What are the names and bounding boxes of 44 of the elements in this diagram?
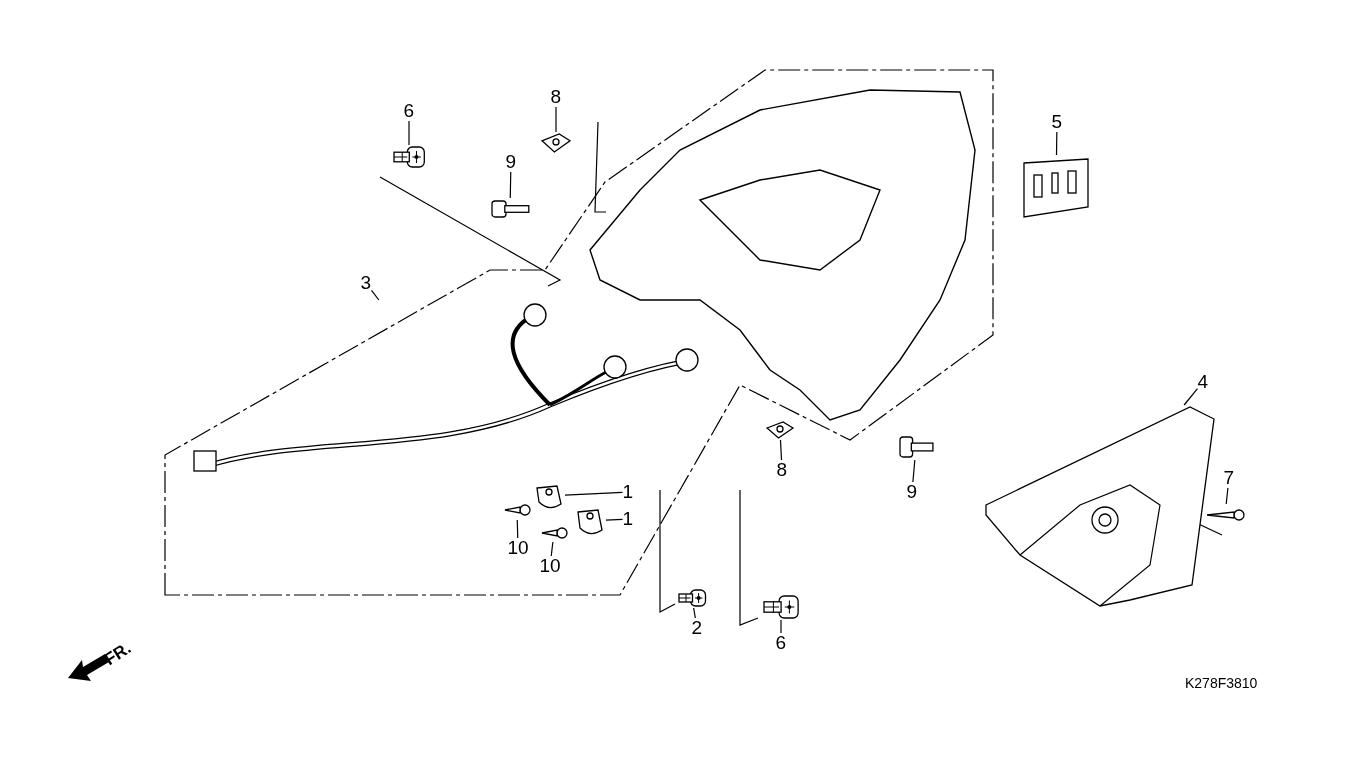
callout-number: 9 [505,152,517,172]
leader-line [779,439,783,461]
bulb-drawing [762,594,800,620]
callout-number: 3 [360,273,372,293]
leader-line [1055,131,1058,156]
bulb-drawing [392,145,426,169]
license-plate-reflector-drawing [1020,155,1092,221]
wire-clamp-drawing [574,506,606,536]
bulb-drawing [677,588,707,608]
bolt-drawing [898,434,934,460]
callout-number: 8 [550,87,562,107]
leader-line [912,459,916,483]
callout-number: 6 [403,101,415,121]
callout-number: 2 [691,618,703,638]
clip-nut-drawing [540,132,572,154]
bolt-drawing [490,198,530,220]
leader-line [1183,388,1199,406]
callout-number: 5 [1051,112,1063,132]
callout-number: 6 [775,633,787,653]
callout-number: 8 [776,460,788,480]
clip-nut-drawing [765,420,795,440]
callout-number: 9 [906,482,918,502]
leader-line [509,171,512,199]
leader-line [408,120,410,146]
leader-line [564,491,624,496]
callout-number: 4 [1197,372,1209,392]
callout-number: 10 [507,538,529,558]
direction-label: FR. [101,638,135,670]
leader-line [516,519,519,539]
leader-line [555,106,557,133]
wire-harness-drawing [190,300,700,475]
callout-number: 1 [622,509,634,529]
leader-line [550,541,554,557]
leader-line [693,607,696,619]
leader-line [1225,487,1229,505]
callout-number: 7 [1223,468,1235,488]
callout-number: 1 [622,482,634,502]
part-code: K278F3810 [1185,675,1258,691]
callout-number: 10 [539,556,561,576]
leader-line [370,289,380,301]
screw-drawing [540,524,568,542]
wire-clamp-drawing [533,482,565,510]
leader-line [605,518,624,521]
leader-line [780,619,782,634]
